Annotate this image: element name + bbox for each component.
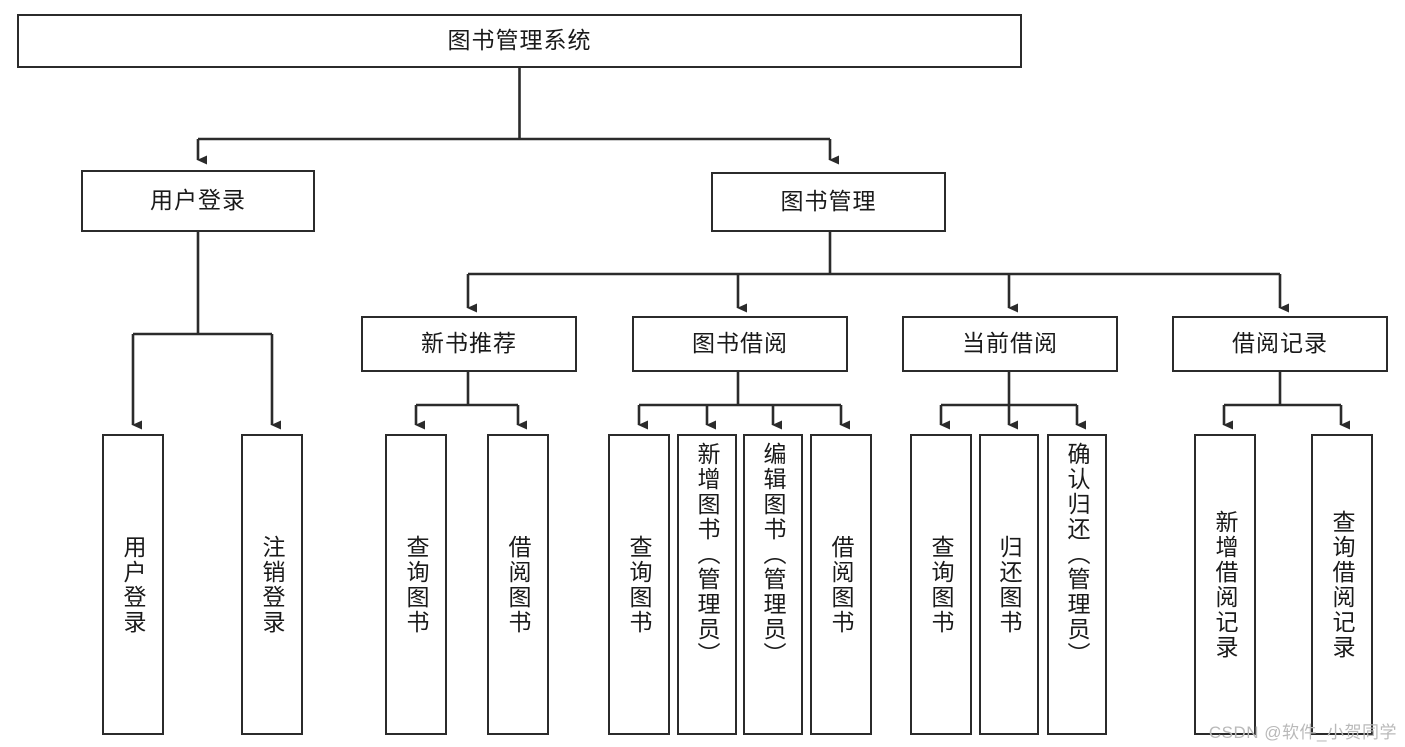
node-label: 编辑图书（管理员） xyxy=(760,442,787,667)
leaf-borrow-book[interactable]: 借阅图书 xyxy=(810,434,872,735)
leaf-add-borrow-record[interactable]: 新增借阅记录 xyxy=(1194,434,1256,735)
leaf-query-book-current[interactable]: 查询图书 xyxy=(910,434,972,735)
leaf-query-book-recommend[interactable]: 查询图书 xyxy=(385,434,447,735)
node-label: 查询图书 xyxy=(928,534,955,635)
node-label: 用户登录 xyxy=(150,187,246,214)
node-book-borrow[interactable]: 图书借阅 xyxy=(632,316,848,372)
leaf-query-borrow-record[interactable]: 查询借阅记录 xyxy=(1311,434,1373,735)
leaf-borrow-book-recommend[interactable]: 借阅图书 xyxy=(487,434,549,735)
leaf-user-login[interactable]: 用户登录 xyxy=(102,434,164,735)
node-label: 确认归还（管理员） xyxy=(1064,442,1091,667)
node-label: 新增图书（管理员） xyxy=(694,442,721,667)
node-label: 注销登录 xyxy=(259,534,286,635)
leaf-add-book-admin[interactable]: 新增图书（管理员） xyxy=(677,434,737,735)
csdn-watermark: CSDN @软件_小贺同学 xyxy=(1208,723,1397,742)
node-root-book-management-system[interactable]: 图书管理系统 xyxy=(17,14,1022,68)
node-label: 查询图书 xyxy=(626,534,653,635)
node-borrow-record[interactable]: 借阅记录 xyxy=(1172,316,1388,372)
node-current-borrow[interactable]: 当前借阅 xyxy=(902,316,1118,372)
node-label: 借阅图书 xyxy=(828,534,855,635)
node-label: 新书推荐 xyxy=(421,330,517,357)
node-label: 图书借阅 xyxy=(692,330,788,357)
node-book-management[interactable]: 图书管理 xyxy=(711,172,946,232)
leaf-confirm-return-admin[interactable]: 确认归还（管理员） xyxy=(1047,434,1107,735)
leaf-edit-book-admin[interactable]: 编辑图书（管理员） xyxy=(743,434,803,735)
leaf-logout[interactable]: 注销登录 xyxy=(241,434,303,735)
node-new-book-recommend[interactable]: 新书推荐 xyxy=(361,316,577,372)
node-label: 用户登录 xyxy=(120,534,147,635)
node-label: 图书管理 xyxy=(780,188,877,215)
node-label: 查询借阅记录 xyxy=(1329,509,1356,660)
node-label: 借阅记录 xyxy=(1232,330,1328,357)
node-label: 归还图书 xyxy=(996,534,1023,635)
node-label: 借阅图书 xyxy=(505,534,532,635)
node-label: 新增借阅记录 xyxy=(1212,509,1239,660)
node-label: 图书管理系统 xyxy=(447,27,592,54)
leaf-return-book[interactable]: 归还图书 xyxy=(979,434,1039,735)
leaf-query-book-borrow[interactable]: 查询图书 xyxy=(608,434,670,735)
node-label: 查询图书 xyxy=(403,534,430,635)
node-user-login[interactable]: 用户登录 xyxy=(81,170,315,232)
node-label: 当前借阅 xyxy=(962,330,1058,357)
